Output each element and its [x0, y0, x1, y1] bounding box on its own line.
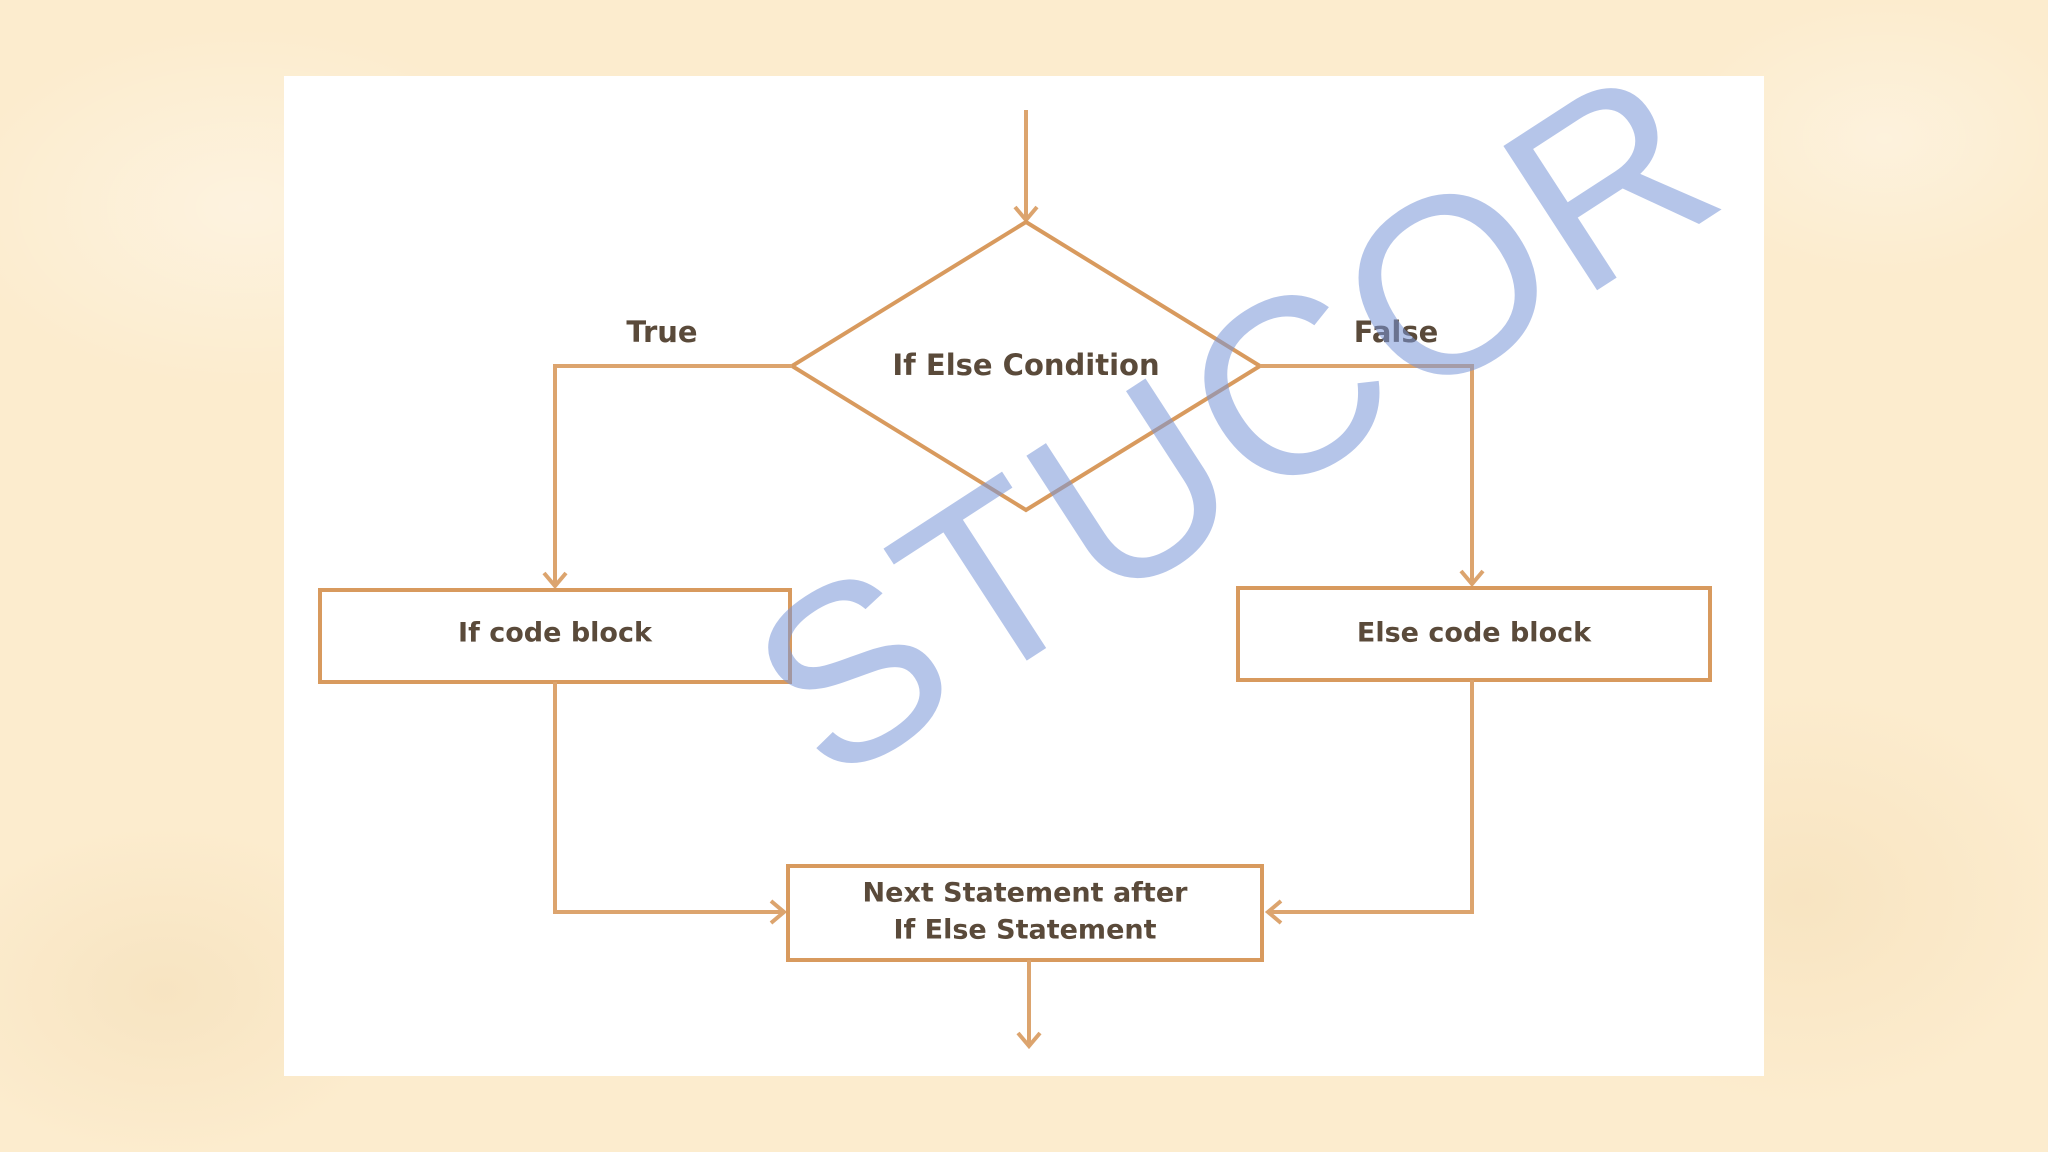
if-else-flowchart: If Else Condition True False If code blo… [318, 110, 1712, 1050]
true-label: True [626, 315, 697, 349]
false-connector [1260, 364, 1474, 584]
next-statement-line2: If Else Statement [893, 915, 1156, 946]
else-merge-arrowhead [1264, 899, 1283, 925]
next-statement-line1: Next Statement after [863, 878, 1189, 909]
decision-label: If Else Condition [892, 348, 1159, 382]
else-code-block-label: Else code block [1357, 618, 1592, 649]
if-code-block [318, 588, 792, 684]
if-merge-arrowhead [769, 899, 788, 925]
next-statement-block [786, 864, 1264, 962]
diagram-slide: If Else Condition True False If code blo… [284, 76, 1764, 1076]
if-code-block-label: If code block [458, 618, 653, 649]
decision-diamond [788, 219, 1264, 513]
true-connector [553, 364, 792, 586]
exit-arrowhead [1016, 1031, 1042, 1050]
if-merge-connector [553, 682, 784, 914]
else-code-block [1236, 586, 1712, 682]
else-merge-connector [1268, 680, 1474, 914]
false-label: False [1354, 315, 1439, 349]
false-arrowhead [1459, 569, 1485, 588]
true-arrowhead [542, 571, 568, 590]
